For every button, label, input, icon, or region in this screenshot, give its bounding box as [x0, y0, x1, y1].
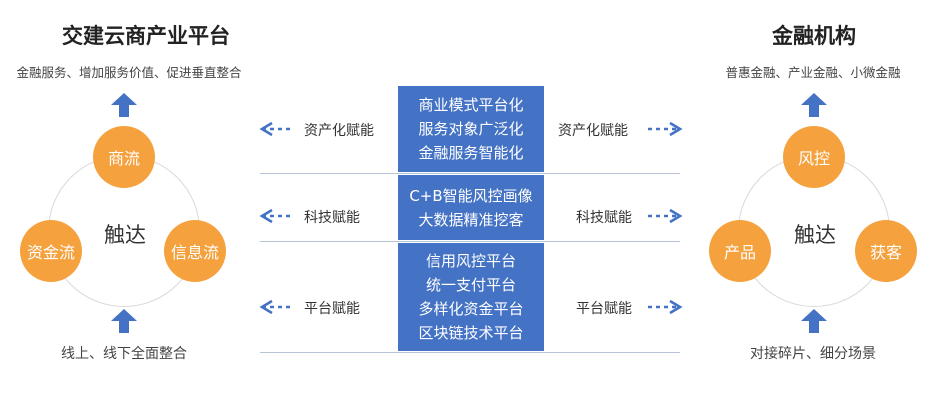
right-dashed-arrow-icon	[648, 208, 683, 224]
row2-box-line: 大数据精准挖客	[418, 210, 524, 229]
row3-box-line: 统一支付平台	[425, 276, 516, 294]
left-dashed-arrow-icon	[259, 208, 294, 224]
row2-left-label: 科技赋能	[304, 210, 360, 226]
row3-left-label: 平台赋能	[304, 301, 360, 317]
right-dashed-arrow-icon	[648, 299, 683, 315]
right-node-huoke: 获客	[855, 220, 917, 282]
left-node-xinxiliu: 信息流	[164, 220, 226, 282]
left-dashed-arrow-icon	[259, 121, 294, 137]
right-up-arrow-top-icon	[801, 93, 827, 117]
row3-box-line: 区块链技术平台	[418, 324, 524, 342]
row3-box-line: 信用风控平台	[425, 252, 516, 270]
right-node-fengkong: 风控	[783, 126, 845, 188]
right-node-chanpin: 产品	[709, 220, 771, 282]
left-bottom-text: 线上、线下全面整合	[61, 346, 187, 362]
row1-left-label: 资产化赋能	[304, 123, 374, 139]
divider-line	[260, 352, 680, 353]
left-subtitle: 金融服务、增加服务价值、促进垂直整合	[16, 65, 242, 80]
row2-box: C+B智能风控画像 大数据精准挖客	[398, 175, 544, 240]
divider-line	[260, 173, 680, 174]
row3-box-line: 多样化资金平台	[418, 300, 524, 318]
left-up-arrow-bottom-icon	[111, 309, 137, 333]
row3-right-label: 平台赋能	[576, 301, 632, 317]
right-dashed-arrow-icon	[648, 121, 683, 137]
left-center-label: 触达	[104, 223, 146, 247]
right-title: 金融机构	[772, 24, 856, 48]
right-bottom-text: 对接碎片、细分场景	[750, 346, 876, 362]
left-node-shangliu: 商流	[93, 126, 155, 188]
right-up-arrow-bottom-icon	[801, 309, 827, 333]
row1-box-line: 服务对象广泛化	[418, 120, 524, 138]
row1-right-label: 资产化赋能	[558, 123, 628, 139]
left-up-arrow-top-icon	[111, 93, 137, 117]
row2-box-line: C+B智能风控画像	[409, 186, 533, 205]
row1-box: 商业模式平台化 服务对象广泛化 金融服务智能化	[398, 86, 544, 172]
right-subtitle: 普惠金融、产业金融、小微金融	[725, 65, 901, 80]
row1-box-line: 金融服务智能化	[418, 144, 524, 162]
row3-box: 信用风控平台 统一支付平台 多样化资金平台 区块链技术平台	[398, 243, 544, 351]
left-node-zijinliu: 资金流	[20, 220, 82, 282]
row2-right-label: 科技赋能	[576, 210, 632, 226]
right-center-label: 触达	[794, 223, 836, 247]
left-title: 交建云商产业平台	[62, 24, 230, 48]
divider-line	[260, 241, 680, 242]
left-dashed-arrow-icon	[259, 299, 294, 315]
row1-box-line: 商业模式平台化	[418, 96, 524, 114]
